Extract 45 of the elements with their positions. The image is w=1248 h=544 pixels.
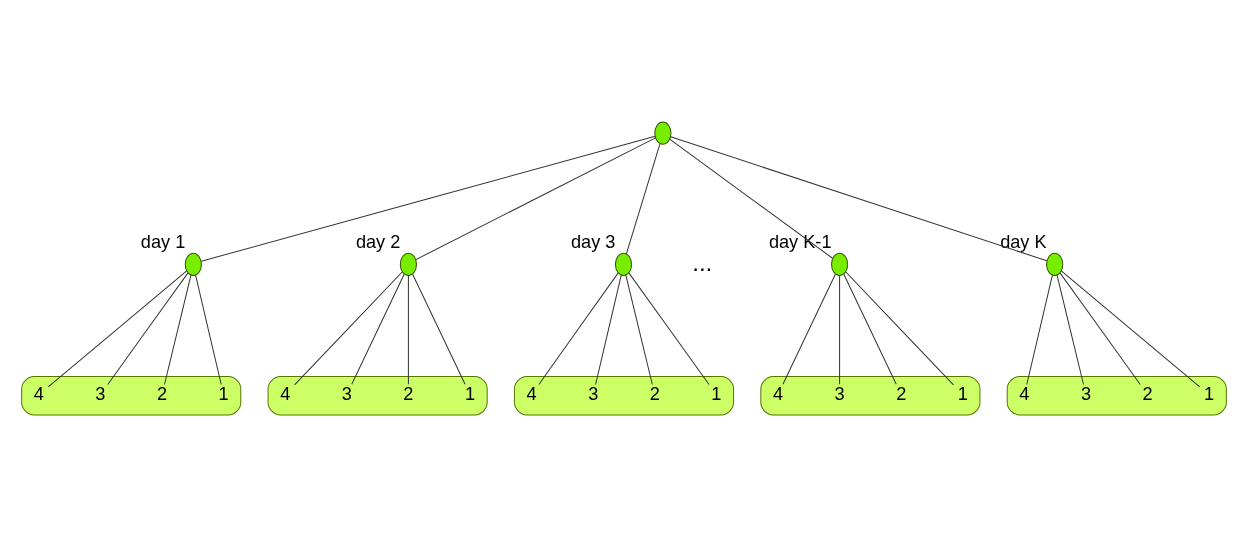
node-circle xyxy=(614,252,633,276)
node-text: 1 xyxy=(957,383,968,404)
node-text: 2 xyxy=(649,383,660,404)
connector xyxy=(47,270,188,387)
cluster xyxy=(267,375,488,415)
node-text: 3 xyxy=(341,383,352,404)
node-text: 2 xyxy=(1142,383,1153,404)
node-circle xyxy=(1046,252,1064,276)
node-label: day 3 xyxy=(570,231,616,252)
node-text: 4 xyxy=(33,383,44,404)
node-text: 4 xyxy=(280,383,291,404)
connector xyxy=(1060,270,1201,387)
connector xyxy=(407,274,409,385)
node-text: 3 xyxy=(1080,383,1092,404)
node-label: day K xyxy=(1000,231,1047,252)
node-text: 1 xyxy=(464,383,476,404)
node-text: 4 xyxy=(526,383,537,404)
node-text: 4 xyxy=(1019,383,1030,404)
cluster xyxy=(513,375,735,415)
node-label: day 1 xyxy=(140,231,186,252)
label: ... xyxy=(692,248,713,276)
node-text: 1 xyxy=(711,383,722,404)
cluster xyxy=(760,375,981,415)
node-text: 2 xyxy=(156,383,168,404)
connector xyxy=(670,135,1048,261)
node-text: 2 xyxy=(403,383,414,404)
node-circle xyxy=(184,252,202,276)
connector xyxy=(200,135,656,262)
node-circle xyxy=(831,252,849,276)
node-text: 3 xyxy=(95,383,106,404)
connector xyxy=(839,274,841,385)
connector xyxy=(669,138,834,259)
node-text: 1 xyxy=(1204,383,1215,404)
connector xyxy=(625,142,661,254)
node-circle xyxy=(654,121,672,145)
cluster xyxy=(21,375,242,415)
cluster xyxy=(1006,375,1227,415)
connector xyxy=(415,136,657,260)
node-text: 2 xyxy=(896,383,907,404)
node-label: day 2 xyxy=(355,231,401,252)
node-text: 1 xyxy=(218,383,229,404)
node-text: 3 xyxy=(834,383,845,404)
node-text: 3 xyxy=(588,383,599,404)
node-text: 4 xyxy=(772,383,784,404)
node-circle xyxy=(399,252,417,276)
